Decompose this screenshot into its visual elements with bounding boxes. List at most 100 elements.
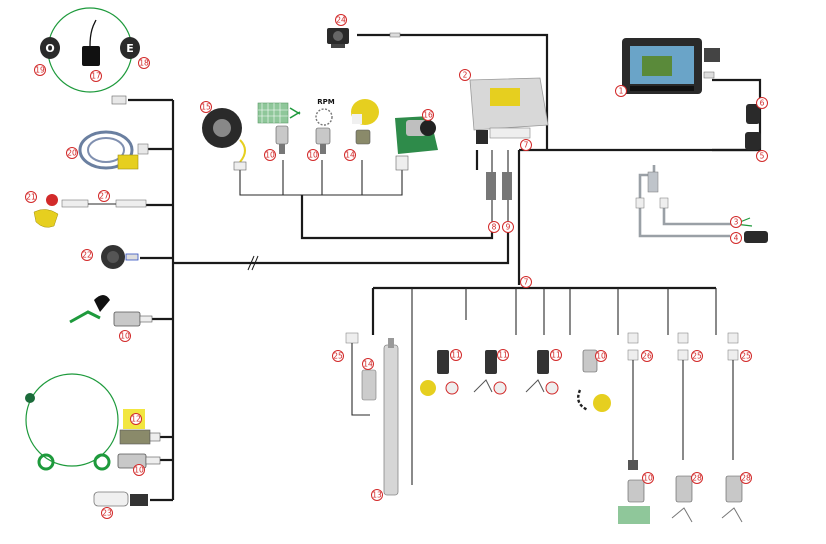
bus-devices xyxy=(345,332,743,524)
connector-6 xyxy=(745,104,761,150)
sensor-11c-body xyxy=(537,350,549,374)
socket-22 xyxy=(101,245,139,269)
svg-text:10: 10 xyxy=(308,151,318,160)
sensor-11a-target xyxy=(420,380,436,396)
svg-text:16: 16 xyxy=(423,111,433,120)
switch-cable xyxy=(89,19,97,47)
terminal-1[interactable] xyxy=(622,38,702,94)
callout-28b: 28 xyxy=(740,472,752,484)
sensor-11b-body xyxy=(485,350,497,374)
control-box-2 xyxy=(469,77,549,200)
svg-text:3: 3 xyxy=(734,218,739,227)
terminal-plug xyxy=(704,48,720,62)
sensor-bus-wire xyxy=(300,195,494,240)
rpm-sensor-body xyxy=(320,144,326,154)
callout-10d: 10 xyxy=(133,464,145,476)
o-button[interactable] xyxy=(40,37,60,59)
svg-text:25: 25 xyxy=(333,352,343,361)
svg-text:11: 11 xyxy=(451,351,461,360)
callout-14a: 14 xyxy=(344,149,356,161)
grey-harness-wire xyxy=(638,165,730,238)
sensor-12-body xyxy=(119,429,151,445)
svg-text:28: 28 xyxy=(692,474,702,483)
sensor-28b-arm xyxy=(721,507,743,523)
callout-23: 23 xyxy=(101,507,113,519)
svg-text:15: 15 xyxy=(201,103,211,112)
callout-7b: 7 xyxy=(520,276,532,288)
callout-10a: 10 xyxy=(264,149,276,161)
cap-sensor-14a xyxy=(351,99,379,145)
sensor-10d-elbow xyxy=(628,460,638,470)
pulley-plug xyxy=(233,161,247,171)
sensor-14b-body xyxy=(361,369,377,401)
svg-text:27: 27 xyxy=(99,192,109,201)
grid-symbol xyxy=(257,102,289,124)
connector-27b xyxy=(115,199,147,208)
connector-23-body xyxy=(93,491,129,507)
e-button[interactable] xyxy=(120,37,140,59)
valve-knob xyxy=(420,120,436,136)
svg-text:12: 12 xyxy=(131,415,141,424)
sensor-28a-arm xyxy=(671,507,693,523)
connector-4-body xyxy=(744,231,768,243)
sensor-11a-dial xyxy=(445,381,459,395)
sensor-11b-arm xyxy=(473,379,493,393)
svg-text:4: 4 xyxy=(734,234,739,243)
grid-sensor-10 xyxy=(257,102,301,154)
rpm-sensor-head xyxy=(315,127,331,145)
cylinder-13 xyxy=(383,344,399,496)
callout-6: 6 xyxy=(756,97,768,109)
wheel-node xyxy=(25,393,35,403)
rpm-gear xyxy=(315,108,333,126)
svg-text:18: 18 xyxy=(139,59,149,68)
lever-sensor-10a xyxy=(69,295,153,327)
connector-6-body xyxy=(746,104,760,124)
sensor-11a-body xyxy=(437,350,449,374)
sensor-10a-body xyxy=(113,311,141,327)
svg-text:6: 6 xyxy=(760,99,765,108)
box-connector-bank xyxy=(489,127,531,139)
camera-mount xyxy=(331,44,345,48)
callout-3: 3 xyxy=(730,216,742,228)
lever-arrow xyxy=(94,295,110,312)
callout-10f: 10 xyxy=(642,472,654,484)
camera-lens xyxy=(333,31,343,41)
callout-14b: 14 xyxy=(362,358,374,370)
callout-11a: 11 xyxy=(450,349,462,361)
connector-25c-a xyxy=(727,332,739,344)
callout-1: 1 xyxy=(615,85,627,97)
stop-guard xyxy=(33,209,59,228)
connector-17 xyxy=(111,95,127,105)
callout-11b: 11 xyxy=(497,349,509,361)
callout-16: 16 xyxy=(422,109,434,121)
svg-text:21: 21 xyxy=(26,193,36,202)
callout-26: 26 xyxy=(641,350,653,362)
sensor-12-plug xyxy=(149,432,161,442)
sensor-10c-body xyxy=(582,349,598,373)
callout-7a: 7 xyxy=(520,139,532,151)
callout-25b: 25 xyxy=(691,350,703,362)
callout-10c: 10 xyxy=(119,330,131,342)
joystick-assembly: O E xyxy=(40,7,140,105)
svg-text:10: 10 xyxy=(134,466,144,475)
box-label xyxy=(490,88,520,106)
sensor-20 xyxy=(78,130,149,170)
sensor-branch-wire xyxy=(239,170,403,196)
wire-break-mark xyxy=(247,255,259,271)
cylinder-13-top xyxy=(388,338,394,348)
callout-15: 15 xyxy=(200,101,212,113)
o-button-label: O xyxy=(45,42,54,55)
valve-16 xyxy=(395,116,438,171)
rpm-label: RPM xyxy=(317,98,335,106)
pulley-hub xyxy=(213,119,231,137)
callout-5: 5 xyxy=(756,150,768,162)
svg-text:13: 13 xyxy=(372,491,382,500)
valve-plug xyxy=(395,155,409,171)
wheel-hub-right xyxy=(93,453,111,471)
terminal-buttons xyxy=(630,86,694,91)
connector-23-plug xyxy=(130,494,148,506)
grid-lines xyxy=(258,103,288,123)
connector-27a xyxy=(61,199,89,208)
callout-10e: 10 xyxy=(595,350,607,362)
